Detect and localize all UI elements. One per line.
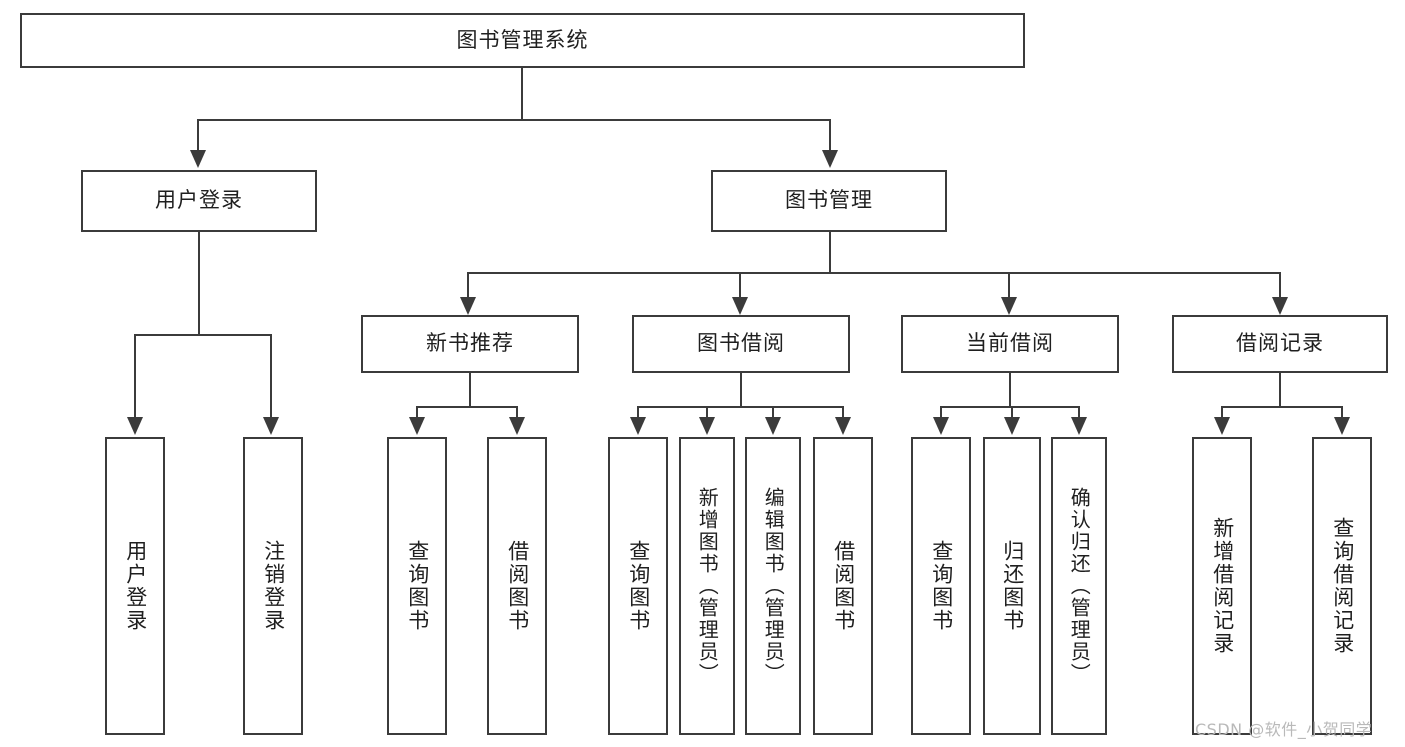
- node-leaf-query-book-1[interactable]: 查询图书: [387, 437, 447, 735]
- arrowhead-borrow-record: [1272, 297, 1288, 315]
- edge-book-manage-stem: [829, 232, 831, 272]
- arrowhead-book-borrow: [732, 297, 748, 315]
- edge-new-book-stem: [469, 373, 471, 406]
- node-user-login-label: 用户登录: [155, 188, 243, 213]
- arrowhead-leaf-query-record: [1334, 417, 1350, 435]
- arrowhead-leaf-borrow-book-2: [835, 417, 851, 435]
- edge-root-bus: [197, 119, 831, 121]
- node-leaf-confirm-return-label: 确认归还（管理员）: [1067, 487, 1092, 685]
- edge-br-leaf2: [1341, 406, 1343, 418]
- arrowhead-leaf-query-book-1: [409, 417, 425, 435]
- arrowhead-leaf-confirm-return: [1071, 417, 1087, 435]
- edge-user-login-leaf1: [134, 334, 136, 418]
- node-leaf-query-book-2[interactable]: 查询图书: [608, 437, 668, 735]
- node-leaf-return-book[interactable]: 归还图书: [983, 437, 1041, 735]
- node-current-borrow[interactable]: 当前借阅: [901, 315, 1119, 373]
- node-leaf-edit-book[interactable]: 编辑图书（管理员）: [745, 437, 801, 735]
- edge-bb-leaf4: [842, 406, 844, 418]
- node-leaf-confirm-return[interactable]: 确认归还（管理员）: [1051, 437, 1107, 735]
- node-leaf-query-record[interactable]: 查询借阅记录: [1312, 437, 1372, 735]
- arrowhead-book-manage: [822, 150, 838, 168]
- node-title-label: 图书管理系统: [456, 27, 589, 52]
- arrowhead-leaf-add-book: [699, 417, 715, 435]
- edge-bb-leaf1: [637, 406, 639, 418]
- node-user-login[interactable]: 用户登录: [81, 170, 317, 232]
- edge-user-login-leaf2: [270, 334, 272, 418]
- edge-book-borrow-bus: [637, 406, 843, 408]
- arrowhead-leaf-add-record: [1214, 417, 1230, 435]
- node-leaf-add-book[interactable]: 新增图书（管理员）: [679, 437, 735, 735]
- node-title[interactable]: 图书管理系统: [20, 13, 1025, 68]
- node-leaf-logout[interactable]: 注销登录: [243, 437, 303, 735]
- node-leaf-user-login-label: 用户登录: [123, 540, 148, 632]
- arrowhead-leaf-query-book-3: [933, 417, 949, 435]
- arrowhead-leaf-return-book: [1004, 417, 1020, 435]
- node-current-borrow-label: 当前借阅: [966, 331, 1054, 356]
- arrowhead-current-borrow: [1001, 297, 1017, 315]
- node-book-borrow[interactable]: 图书借阅: [632, 315, 850, 373]
- node-new-book-recommend-label: 新书推荐: [426, 331, 514, 356]
- edge-user-login-stem: [198, 232, 200, 334]
- edge-root-stem: [521, 68, 523, 119]
- node-leaf-query-book-3-label: 查询图书: [929, 540, 954, 632]
- node-leaf-borrow-book-1-label: 借阅图书: [505, 540, 530, 632]
- node-leaf-logout-label: 注销登录: [261, 540, 286, 632]
- node-leaf-edit-book-label: 编辑图书（管理员）: [761, 487, 786, 685]
- edge-borrow-record-stem: [1279, 373, 1281, 406]
- node-book-manage[interactable]: 图书管理: [711, 170, 947, 232]
- edge-current-borrow-bus: [940, 406, 1079, 408]
- node-leaf-query-book-2-label: 查询图书: [626, 540, 651, 632]
- node-leaf-borrow-book-2-label: 借阅图书: [831, 540, 856, 632]
- node-book-manage-label: 图书管理: [785, 188, 873, 213]
- arrowhead-leaf-borrow-book-1: [509, 417, 525, 435]
- arrowhead-user-login: [190, 150, 206, 168]
- edge-book-borrow-stem: [740, 373, 742, 406]
- edge-cb-leaf2: [1011, 406, 1013, 418]
- node-leaf-add-record[interactable]: 新增借阅记录: [1192, 437, 1252, 735]
- arrowhead-leaf-edit-book: [765, 417, 781, 435]
- node-new-book-recommend[interactable]: 新书推荐: [361, 315, 579, 373]
- edge-bm-to-current-borrow: [1008, 272, 1010, 298]
- node-leaf-borrow-book-2[interactable]: 借阅图书: [813, 437, 873, 735]
- node-leaf-query-record-label: 查询借阅记录: [1330, 517, 1355, 655]
- arrowhead-new-book-recommend: [460, 297, 476, 315]
- node-borrow-record[interactable]: 借阅记录: [1172, 315, 1388, 373]
- edge-bb-leaf2: [706, 406, 708, 418]
- arrowhead-leaf-query-book-2: [630, 417, 646, 435]
- edge-user-login-bus: [134, 334, 270, 336]
- node-leaf-user-login[interactable]: 用户登录: [105, 437, 165, 735]
- edge-bm-to-book-borrow: [739, 272, 741, 298]
- node-leaf-add-book-label: 新增图书（管理员）: [695, 487, 720, 685]
- edge-cb-leaf3: [1078, 406, 1080, 418]
- edge-current-borrow-stem: [1009, 373, 1011, 406]
- arrowhead-leaf-user-login: [127, 417, 143, 435]
- arrowhead-leaf-logout: [263, 417, 279, 435]
- node-leaf-return-book-label: 归还图书: [1000, 540, 1025, 632]
- edge-borrow-record-bus: [1221, 406, 1343, 408]
- edge-br-leaf1: [1221, 406, 1223, 418]
- node-leaf-borrow-book-1[interactable]: 借阅图书: [487, 437, 547, 735]
- node-book-borrow-label: 图书借阅: [697, 331, 785, 356]
- edge-cb-leaf1: [940, 406, 942, 418]
- node-leaf-add-record-label: 新增借阅记录: [1210, 517, 1235, 655]
- edge-nb-leaf2: [516, 406, 518, 418]
- watermark: CSDN @软件_小贺同学: [1195, 720, 1373, 739]
- edge-root-to-book-manage: [829, 119, 831, 151]
- node-borrow-record-label: 借阅记录: [1236, 331, 1324, 356]
- edge-root-to-user-login: [197, 119, 199, 151]
- edge-bb-leaf3: [772, 406, 774, 418]
- edge-nb-leaf1: [416, 406, 418, 418]
- node-leaf-query-book-3[interactable]: 查询图书: [911, 437, 971, 735]
- edge-new-book-bus: [416, 406, 518, 408]
- edge-book-manage-bus: [467, 272, 1279, 274]
- edge-bm-to-new-book: [467, 272, 469, 298]
- node-leaf-query-book-1-label: 查询图书: [405, 540, 430, 632]
- edge-bm-to-borrow-record: [1279, 272, 1281, 298]
